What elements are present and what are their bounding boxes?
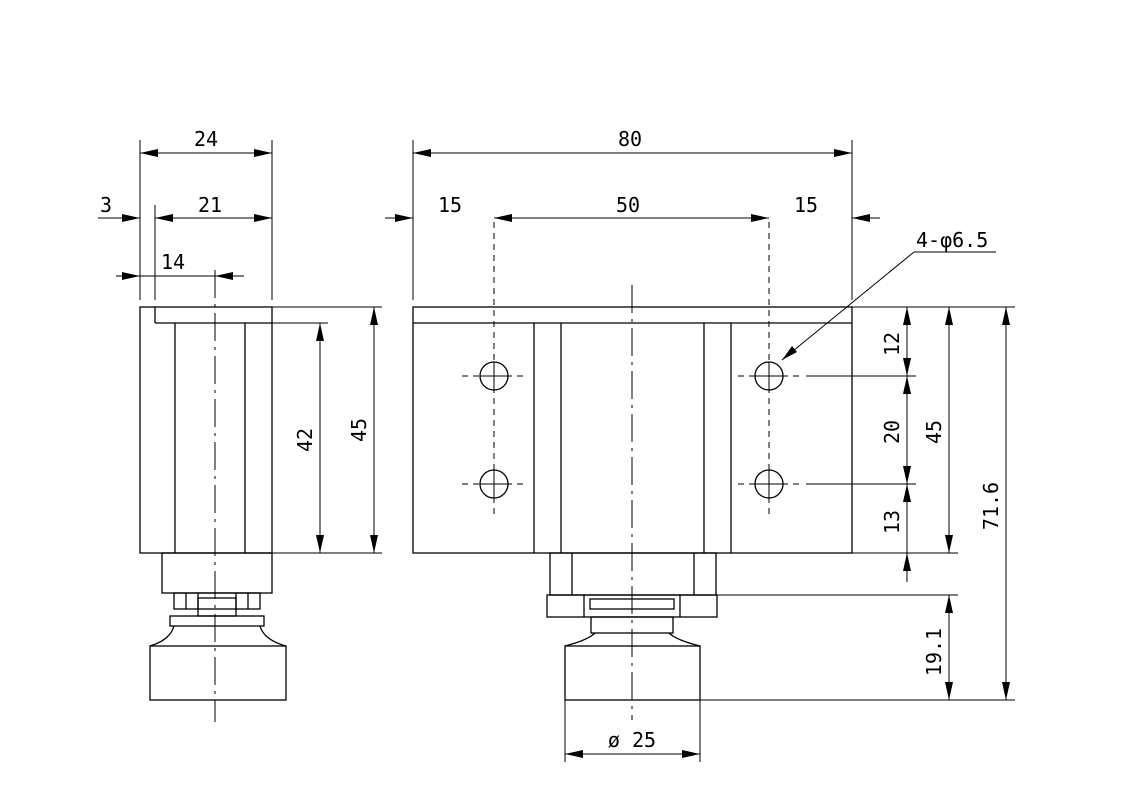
dim-label-45-side: 45 [347,418,371,442]
dim-label-13: 13 [880,510,904,534]
dim-front-hole-spacing-x: 15 50 15 [385,193,880,222]
dim-front-foot-diameter: ø 25 [564,700,701,762]
dim-front-overall-height: 71.6 [979,307,1010,700]
dim-side-total-height: 45 [272,306,382,553]
dim-label-21: 21 [198,193,222,217]
dim-front-hole-spacing-y: 12 20 13 [880,307,911,582]
dim-label-71-6: 71.6 [979,482,1003,530]
mounting-hole [462,469,526,499]
dim-front-body-height: 45 [922,307,953,553]
side-view: 24 3 21 14 42 [98,127,382,722]
mounting-hole [738,469,800,499]
dim-label-24: 24 [194,127,218,151]
side-view-outline [139,306,287,701]
dim-side-center-offset: 14 [116,250,244,280]
hole-callout: 4-φ6.5 [781,228,996,361]
dim-label-19-1: 19.1 [922,628,946,676]
dim-label-20: 20 [880,420,904,444]
dim-label-45-front: 45 [922,420,946,444]
dim-label-hole-callout: 4-φ6.5 [916,228,988,252]
mounting-holes [462,222,800,515]
dim-label-15-left: 15 [438,193,462,217]
dim-label-42: 42 [293,428,317,452]
dim-front-foot-height: 19.1 [922,595,953,700]
dim-label-dia-25: ø 25 [608,728,656,752]
dim-label-3: 3 [100,193,112,217]
dim-label-12: 12 [880,332,904,356]
dim-label-80: 80 [618,127,642,151]
dim-side-body-height: 42 [272,322,382,554]
dim-label-15-right: 15 [794,193,818,217]
front-view: 80 15 50 15 4-φ6.5 [385,127,1015,762]
dim-front-overall-width: 80 [412,127,853,300]
dim-side-flange-and-body: 3 21 [98,193,272,300]
dim-label-14: 14 [161,250,185,274]
dim-label-50: 50 [616,193,640,217]
dim-side-overall-width: 24 [139,127,273,300]
